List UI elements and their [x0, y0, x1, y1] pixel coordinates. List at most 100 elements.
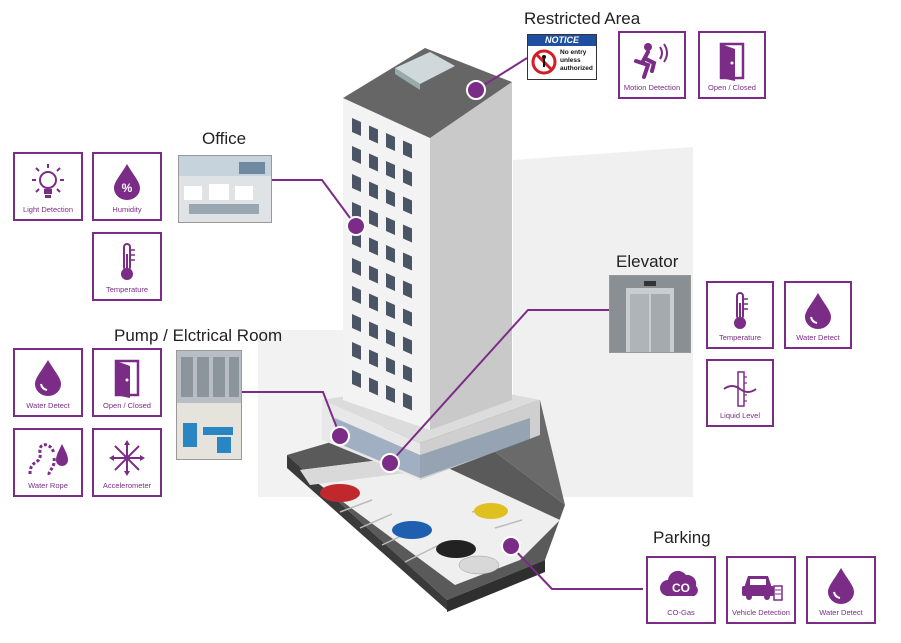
tower-window [403, 168, 412, 187]
tower-window [386, 329, 395, 347]
water-drop-icon [786, 291, 850, 329]
office-sensor-humidity: % Humidity [92, 152, 162, 221]
tower-window [352, 174, 361, 192]
light-bulb-icon [15, 162, 81, 202]
sensor-label: Open / Closed [103, 401, 151, 410]
tower-window [352, 286, 361, 304]
thermometer-icon [708, 291, 772, 331]
tower-window [386, 385, 395, 403]
pump-room-title: Pump / Elctrical Room [114, 326, 283, 345]
tower-window [403, 392, 412, 411]
notice-line-3: authorized [560, 65, 593, 72]
sensor-label: Accelerometer [102, 481, 152, 490]
tower-window [386, 133, 395, 151]
parking-sensor-water-detect: Water Detect [806, 556, 876, 624]
sensor-label: Motion Detection [623, 83, 681, 92]
sensor-label: Vehicle Detection [732, 608, 790, 617]
door-icon [700, 41, 764, 81]
sensor-label: Open / Closed [708, 83, 756, 92]
tower-window [352, 342, 361, 360]
thermometer-icon [94, 242, 160, 282]
tower-window [369, 265, 378, 284]
restricted-sensor-open-closed: Open / Closed [698, 31, 766, 99]
tower-window [403, 364, 412, 383]
office-photo [178, 155, 272, 223]
pump-room-photo [176, 350, 242, 460]
pump-sensor-open-closed: Open / Closed [92, 348, 162, 417]
tower-window [403, 140, 412, 159]
elevator-title: Elevator [616, 252, 679, 271]
sensor-label: CO-Gas [667, 608, 695, 617]
pump-sensor-water-rope: Water Rope [13, 428, 83, 497]
sensor-label: Humidity [112, 205, 142, 214]
parking-title: Parking [653, 528, 711, 547]
office-title: Office [202, 129, 247, 148]
door-icon [94, 358, 160, 398]
sensor-label: Liquid Level [719, 411, 761, 420]
elevator-sensor-liquid-level: Liquid Level [706, 359, 774, 427]
vehicle-icon [728, 566, 794, 604]
sensor-label: Temperature [718, 333, 762, 342]
tower-window [352, 146, 361, 164]
elevator-sensor-water-detect: Water Detect [784, 281, 852, 349]
svg-text:%: % [122, 181, 133, 195]
office-sensor-light-detection: Light Detection [13, 152, 83, 221]
tower-window [386, 273, 395, 291]
notice-header: NOTICE [528, 35, 596, 46]
tower-window [386, 189, 395, 207]
tower-window [369, 237, 378, 256]
sensor-label: Light Detection [22, 205, 74, 214]
elevator-photo [609, 275, 691, 353]
tower-window [352, 314, 361, 332]
tower-window [403, 308, 412, 327]
sensor-label: Water Detect [796, 333, 840, 342]
sensor-label: Water Detect [26, 401, 70, 410]
tower-window [386, 301, 395, 319]
restricted-area-title: Restricted Area [524, 9, 641, 28]
accelerometer-icon [94, 438, 160, 478]
sensor-label: Water Detect [819, 608, 863, 617]
tower-window [352, 370, 361, 388]
tower-window [403, 336, 412, 355]
restricted-notice-sign: NOTICE No entry unless authorized [527, 34, 597, 80]
restricted-sensor-motion-detection: Motion Detection [618, 31, 686, 99]
sensor-label: Temperature [105, 285, 149, 294]
notice-line-1: No entry [560, 49, 587, 56]
pump-sensor-water-detect: Water Detect [13, 348, 83, 417]
co-gas-icon-text: CO [672, 581, 690, 595]
tower-window [352, 202, 361, 220]
humidity-drop-icon: % [94, 162, 160, 200]
pump-sensor-accelerometer: Accelerometer [92, 428, 162, 497]
tower-window [369, 125, 378, 144]
tower-window [369, 181, 378, 200]
office-sensor-temperature: Temperature [92, 232, 162, 301]
water-drop-icon [808, 566, 874, 604]
tower-window [386, 161, 395, 179]
water-drop-icon [15, 358, 81, 396]
tower-window [403, 196, 412, 215]
tower-window [369, 321, 378, 340]
tower-window [386, 245, 395, 263]
tower-window [369, 153, 378, 172]
tower-window [352, 118, 361, 136]
tower-window [403, 224, 412, 243]
co-gas-icon: CO [648, 566, 714, 604]
tower-window [369, 377, 378, 396]
no-entry-icon [531, 49, 557, 75]
tower-window [352, 258, 361, 276]
tower-window [369, 293, 378, 312]
parking-sensor-vehicle-detection: Vehicle Detection [726, 556, 796, 624]
elevator-sensor-temperature: Temperature [706, 281, 774, 349]
tower-window [369, 349, 378, 368]
liquid-level-icon [708, 369, 772, 409]
notice-line-2: unless [560, 57, 581, 64]
tower-window [386, 357, 395, 375]
motion-detection-icon [620, 41, 684, 81]
water-rope-icon [15, 438, 81, 478]
tower-window [403, 280, 412, 299]
sensor-label: Water Rope [28, 481, 68, 490]
parking-sensor-co-gas: CO CO-Gas [646, 556, 716, 624]
tower-window [386, 217, 395, 235]
